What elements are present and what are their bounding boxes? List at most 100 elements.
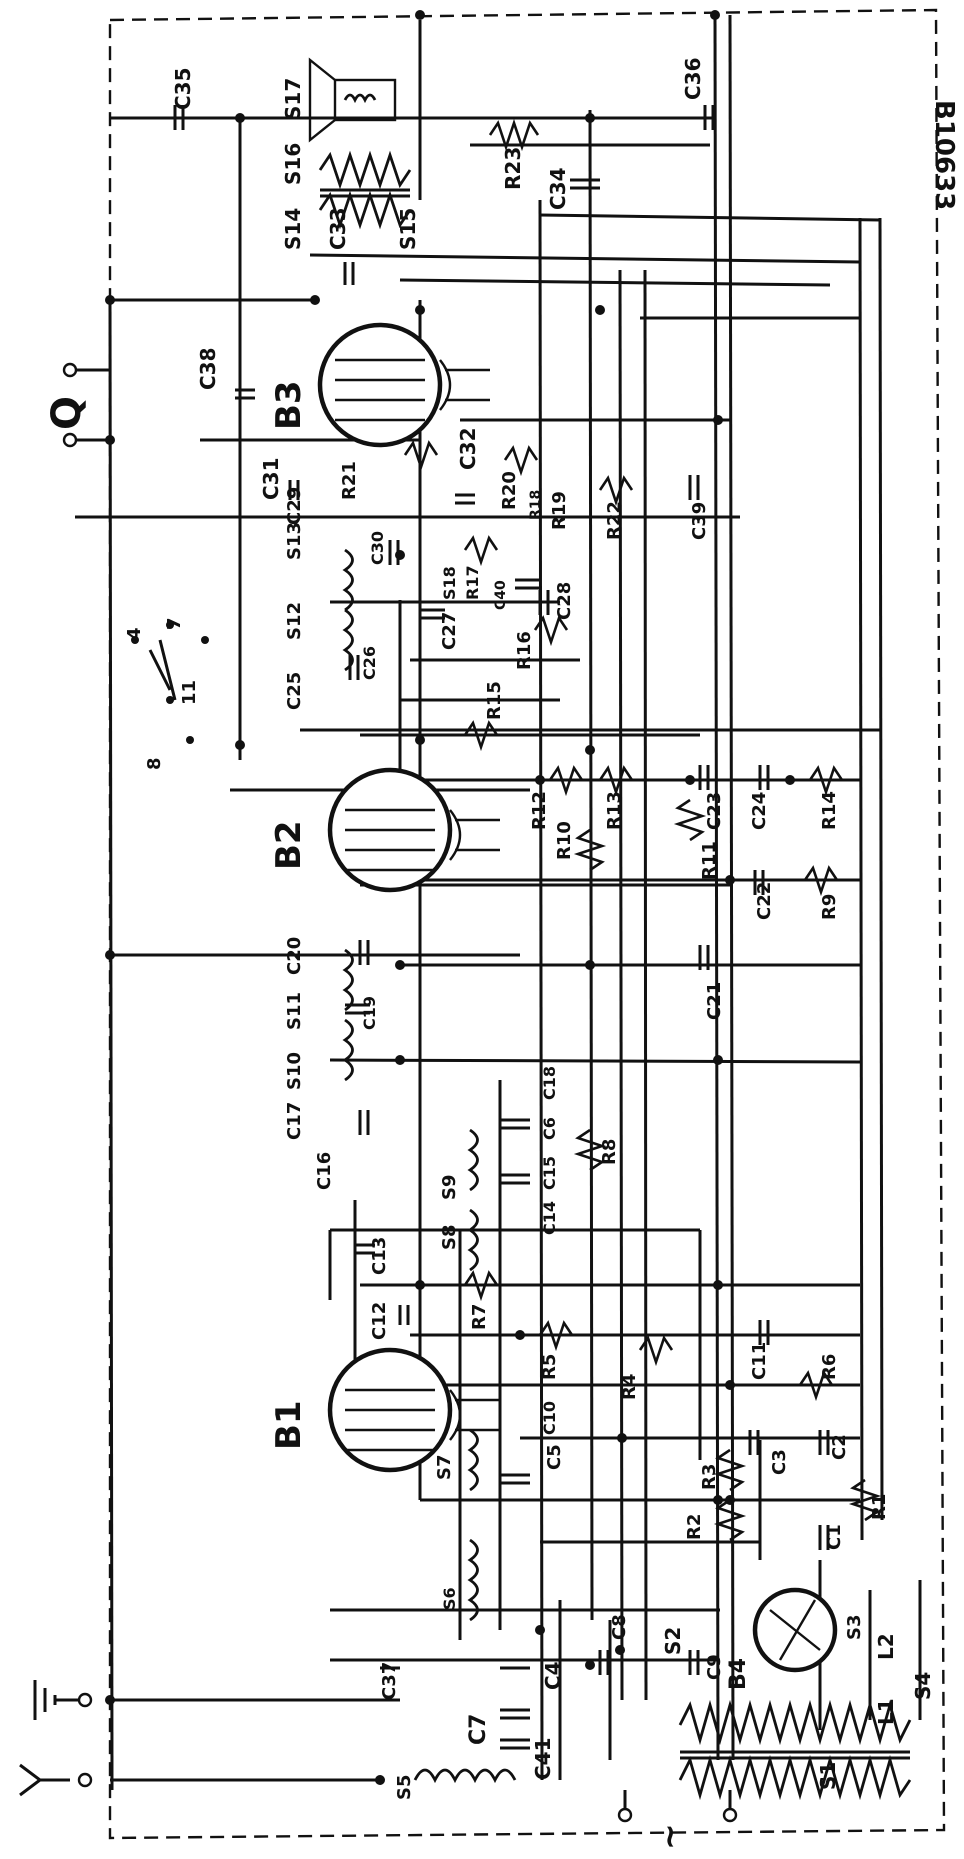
capacitor-c33 (343, 262, 355, 285)
label-s15: S15 (396, 208, 420, 250)
tube-b3 (317, 322, 490, 448)
label-c30: C30 (368, 531, 387, 565)
label-c37: C37 (379, 1662, 400, 1700)
wave-switch (131, 621, 209, 744)
label-r5: R5 (539, 1354, 560, 1380)
label-c3: C3 (769, 1449, 790, 1475)
label-c31: C31 (259, 457, 283, 500)
capacitor-c11 (758, 1320, 770, 1345)
label-r8: R8 (599, 1139, 620, 1165)
antenna-icon (19, 1763, 70, 1797)
coils (342, 548, 517, 1784)
capacitor-c13 (355, 1243, 375, 1255)
capacitor-c20 (358, 940, 370, 965)
label-c32: C32 (456, 427, 480, 470)
resistor-r21 (403, 440, 439, 472)
earth-icon (33, 1680, 78, 1720)
capacitor-c31 (288, 480, 300, 500)
tube-b2-label: B2 (269, 820, 309, 870)
label-r21: R21 (339, 461, 360, 500)
label-s11: S11 (284, 992, 305, 1030)
coil-s13 (342, 548, 354, 612)
mains-transformer (678, 1699, 912, 1801)
capacitor-c8 (598, 1650, 610, 1675)
coil-s9 (467, 1128, 479, 1192)
resistor-r8 (573, 1128, 607, 1172)
label-s2: S2 (661, 1627, 685, 1655)
resistor-r1 (848, 1478, 882, 1522)
label-c40: C40 (493, 580, 509, 610)
terminal-symbol: Q (44, 396, 90, 430)
resistor-r6 (798, 1370, 834, 1402)
chassis-outline (108, 8, 946, 1840)
label-c21: C21 (704, 982, 725, 1020)
tube-b3-label: B3 (269, 380, 309, 430)
resistor-r23 (488, 118, 540, 152)
labels: B10633 B1 B2 B3 B4 Q ~ L1 L2 4 7 8 11 C3… (44, 57, 959, 1850)
label-c27: C27 (439, 612, 460, 650)
resistor-r7 (463, 1270, 499, 1302)
label-c18: C18 (540, 1066, 559, 1100)
resistor-r5 (538, 1320, 574, 1352)
label-r16: R16 (514, 631, 535, 670)
label-c19: C19 (360, 996, 379, 1030)
label-r3: R3 (699, 1464, 720, 1490)
resistor-r10 (573, 828, 607, 872)
tube-b1-label: B1 (269, 1400, 309, 1450)
label-r13: R13 (604, 791, 625, 830)
drawing-number: B10633 (929, 100, 959, 210)
coil-s8 (467, 1208, 479, 1272)
label-c20: C20 (284, 937, 305, 975)
label-c13: C13 (369, 1237, 390, 1275)
label-c25: C25 (284, 672, 305, 710)
label-c26: C26 (360, 646, 379, 680)
capacitor-c38 (235, 388, 255, 400)
label-c6: C6 (540, 1117, 559, 1140)
coil-s5 (413, 1768, 517, 1784)
speaker-s17 (308, 57, 397, 143)
capacitor-c39 (688, 475, 700, 500)
capacitor-c24 (758, 765, 770, 790)
label-r19: R19 (549, 491, 570, 530)
capacitor-c27 (420, 608, 445, 620)
capacitor-c7 (500, 1708, 530, 1720)
capacitor-c17 (358, 1110, 370, 1135)
bus-lines (75, 116, 881, 1782)
capacitor-c19 (345, 1003, 370, 1015)
capacitor-c12 (398, 1305, 410, 1325)
input-terminals (19, 362, 738, 1823)
label-s1: S1 (816, 1762, 840, 1790)
label-c11: C11 (749, 1342, 770, 1380)
resistor-r14 (808, 765, 844, 797)
capacitor-c26 (348, 655, 360, 680)
capacitor-c5 (500, 1473, 530, 1485)
capacitor-c35 (173, 105, 185, 130)
switch-pos-4: 4 (124, 627, 145, 640)
label-c22: C22 (754, 882, 775, 920)
label-c36: C36 (681, 57, 705, 100)
label-r12: R12 (529, 791, 550, 830)
label-r9: R9 (819, 894, 840, 920)
capacitor-c22 (753, 870, 765, 895)
label-c33: C33 (326, 207, 350, 250)
label-c35: C35 (171, 67, 195, 110)
label-r20: R20 (499, 471, 520, 510)
label-s5: S5 (394, 1775, 415, 1801)
label-r2: R2 (684, 1514, 705, 1540)
label-s12: S12 (284, 602, 305, 640)
mains-symbol: ~ (650, 1823, 688, 1850)
switch-pos-8: 8 (144, 757, 165, 770)
coil-s10 (342, 1018, 354, 1082)
resistor-r3 (713, 1448, 747, 1492)
label-c2: C2 (829, 1434, 850, 1460)
resistor-r22 (598, 475, 634, 507)
tube-b4-label: B4 (726, 1658, 751, 1690)
label-c14: C14 (540, 1201, 559, 1235)
label-s14: S14 (281, 208, 305, 250)
label-c23: C23 (704, 792, 725, 830)
resistor-r9 (803, 865, 839, 897)
label-r17: R17 (463, 565, 482, 600)
resistor-r20 (503, 445, 539, 477)
resistor-r13 (598, 765, 634, 797)
